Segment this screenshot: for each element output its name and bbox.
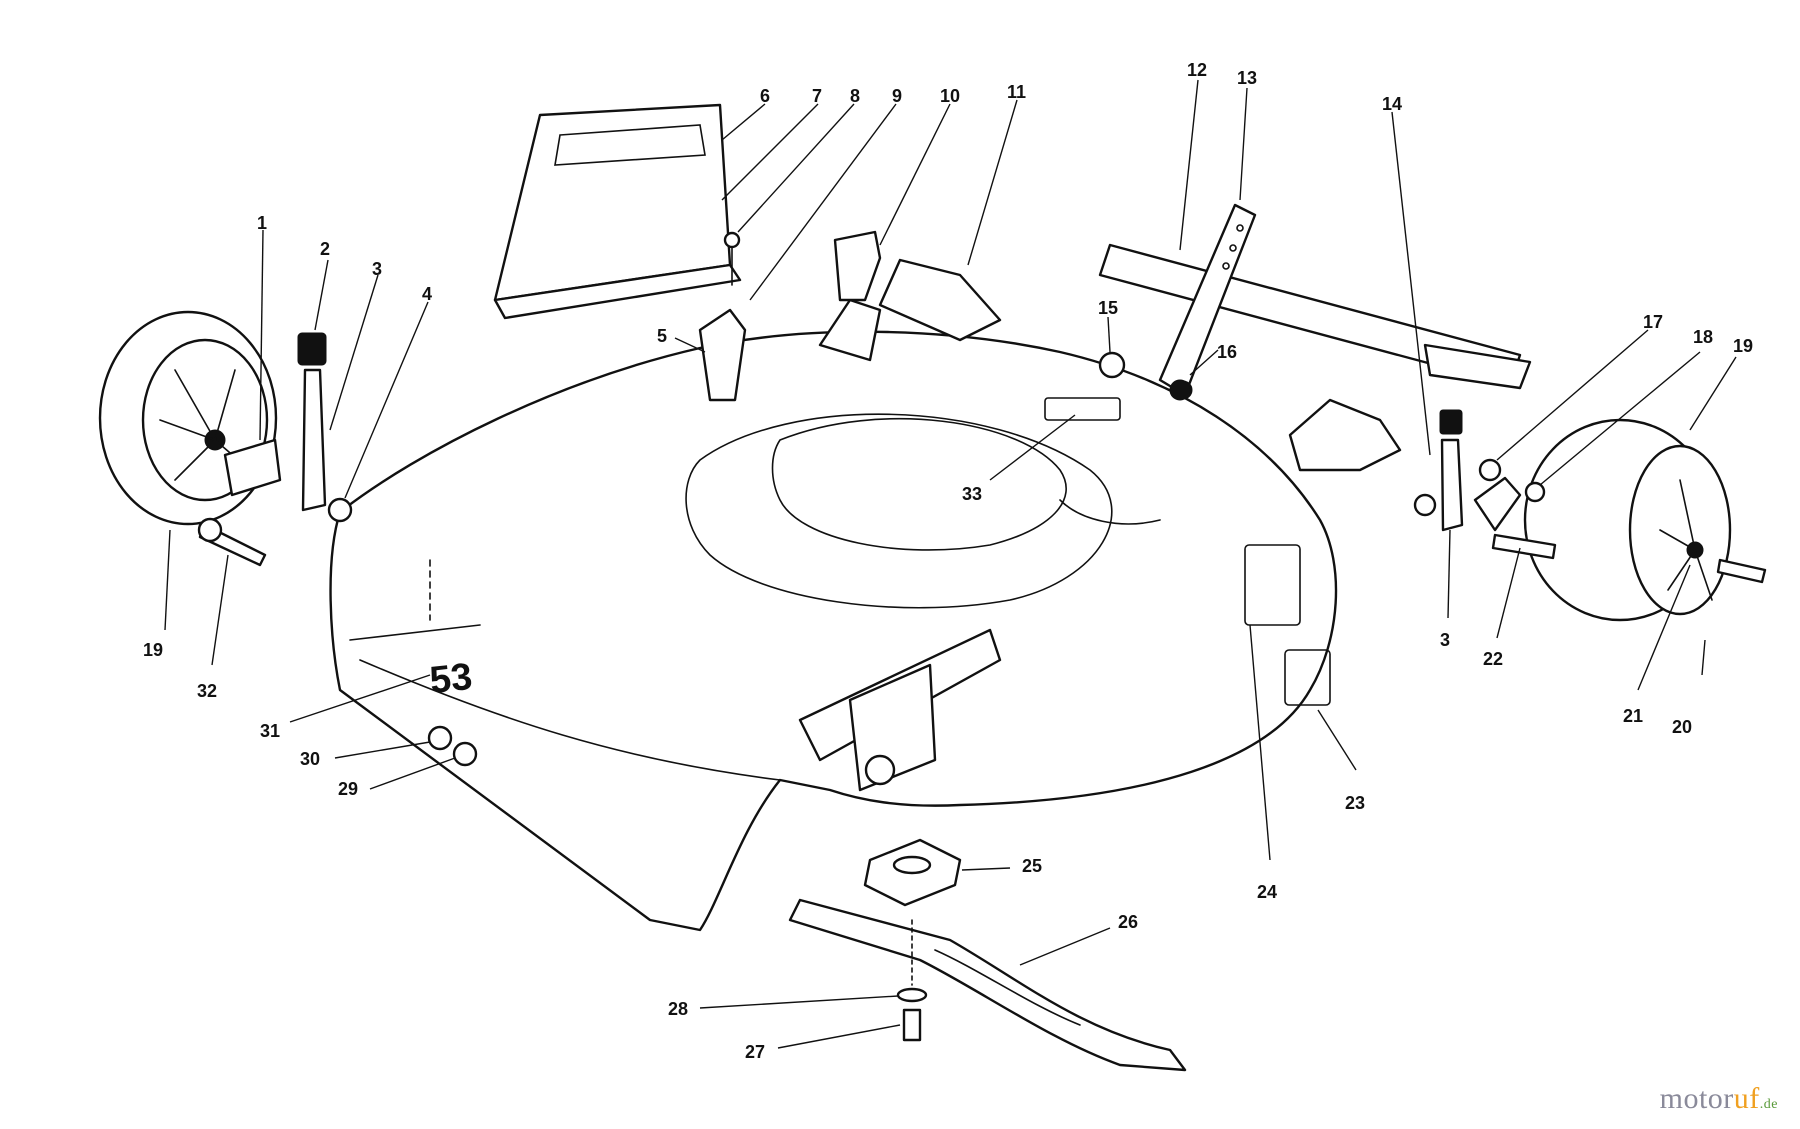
callout-5: 5: [657, 326, 667, 346]
callout-29: 29: [338, 779, 358, 799]
left-height-lever: [297, 332, 327, 512]
callout-32: 32: [197, 681, 217, 701]
callout-33: 33: [962, 484, 982, 504]
callout-20: 20: [1672, 717, 1692, 737]
callout-10: 10: [940, 86, 960, 106]
blade-adapter: [863, 838, 962, 907]
callout-25: 25: [1022, 856, 1042, 876]
watermark-tld: .de: [1759, 1097, 1778, 1112]
leader-15: [1107, 316, 1111, 353]
callout-8: 8: [850, 86, 860, 106]
leader-25: [961, 867, 1011, 871]
callout-18: 18: [1693, 327, 1713, 347]
leader-7: [721, 103, 819, 201]
leader-14: [1391, 111, 1431, 456]
leader-2: [314, 259, 329, 331]
leader-10: [879, 103, 951, 246]
leader-32: [211, 554, 229, 666]
leader-21: [1637, 564, 1691, 691]
small-hardware: [427, 230, 1191, 767]
leader-23: [1317, 709, 1357, 771]
callout-21: 21: [1623, 706, 1643, 726]
callout-14: 14: [1382, 94, 1402, 114]
leader-18: [1539, 351, 1701, 486]
watermark-logo: motoruf.de: [1660, 1082, 1778, 1116]
callout-4: 4: [422, 284, 432, 304]
leader-27: [777, 1024, 901, 1049]
leader-28: [699, 995, 899, 1009]
watermark-brand-b: uf: [1733, 1082, 1760, 1115]
leader-1: [259, 229, 264, 441]
callout-labels: 1 2 3 4 5 6 7 8 9 10 11 12 13 14 15 16 1…: [143, 60, 1753, 1062]
leader-12: [1179, 79, 1199, 251]
leader-8: [737, 103, 855, 233]
right-height-lever: [1439, 409, 1464, 532]
front-bracket-assembly: [798, 628, 1002, 792]
leader-22: [1496, 547, 1521, 639]
mower-blade: [788, 898, 1187, 1072]
callout-9: 9: [892, 86, 902, 106]
callout-16: 16: [1217, 342, 1237, 362]
callout-31: 31: [260, 721, 280, 741]
callout-23: 23: [1345, 793, 1365, 813]
left-wheel: [98, 310, 278, 526]
leader-6: [721, 103, 766, 141]
leader-26: [1019, 927, 1111, 966]
leader-16: [1189, 349, 1219, 376]
callout-7: 7: [812, 86, 822, 106]
right-wheel: [1523, 418, 1732, 622]
callout-27: 27: [745, 1042, 765, 1062]
leader-13: [1239, 87, 1248, 201]
callout-2: 2: [320, 239, 330, 259]
leader-lines: [164, 79, 1737, 1049]
leader-3a: [329, 274, 379, 431]
callout-15: 15: [1098, 298, 1118, 318]
callout-13: 13: [1237, 68, 1257, 88]
left-washer: [327, 497, 353, 523]
leader-20: [1701, 639, 1706, 676]
callout-28: 28: [668, 999, 688, 1019]
leader-30: [334, 741, 431, 759]
callout-17: 17: [1643, 312, 1663, 332]
watermark-brand-a: motor: [1659, 1082, 1734, 1115]
leader-24: [1249, 624, 1271, 861]
callout-19b: 19: [1733, 336, 1753, 356]
deck-number-decal: 53: [428, 656, 474, 702]
leader-5: [674, 337, 706, 353]
leader-29: [369, 757, 456, 790]
callout-12: 12: [1187, 60, 1207, 80]
blade-bolt-and-washer: [896, 919, 928, 1042]
leader-3b: [1447, 529, 1451, 619]
callout-19a: 19: [143, 640, 163, 660]
leader-19a: [164, 529, 171, 631]
rear-trail-shield: [493, 103, 742, 320]
leader-11: [967, 99, 1018, 266]
leader-4: [344, 301, 429, 499]
leader-33: [989, 414, 1076, 481]
leader-31: [289, 674, 431, 723]
leader-9: [749, 103, 897, 301]
callout-24: 24: [1257, 882, 1277, 902]
callout-3a: 3: [372, 259, 382, 279]
leader-19b: [1689, 356, 1737, 431]
left-axle-bracket: [197, 438, 282, 567]
leader-17: [1496, 329, 1649, 461]
mower-deck-housing: 53: [329, 258, 1338, 932]
right-wheel-bolt: [1716, 558, 1767, 584]
callout-11: 11: [1007, 82, 1026, 102]
callout-1: 1: [257, 213, 267, 233]
rear-hinge-bracket: [1288, 398, 1402, 472]
callout-30: 30: [300, 749, 320, 769]
right-axle-hardware: [1413, 458, 1557, 560]
callout-22: 22: [1483, 649, 1503, 669]
callout-3b: 3: [1440, 630, 1450, 650]
callout-6: 6: [760, 86, 770, 106]
callout-26: 26: [1118, 912, 1138, 932]
